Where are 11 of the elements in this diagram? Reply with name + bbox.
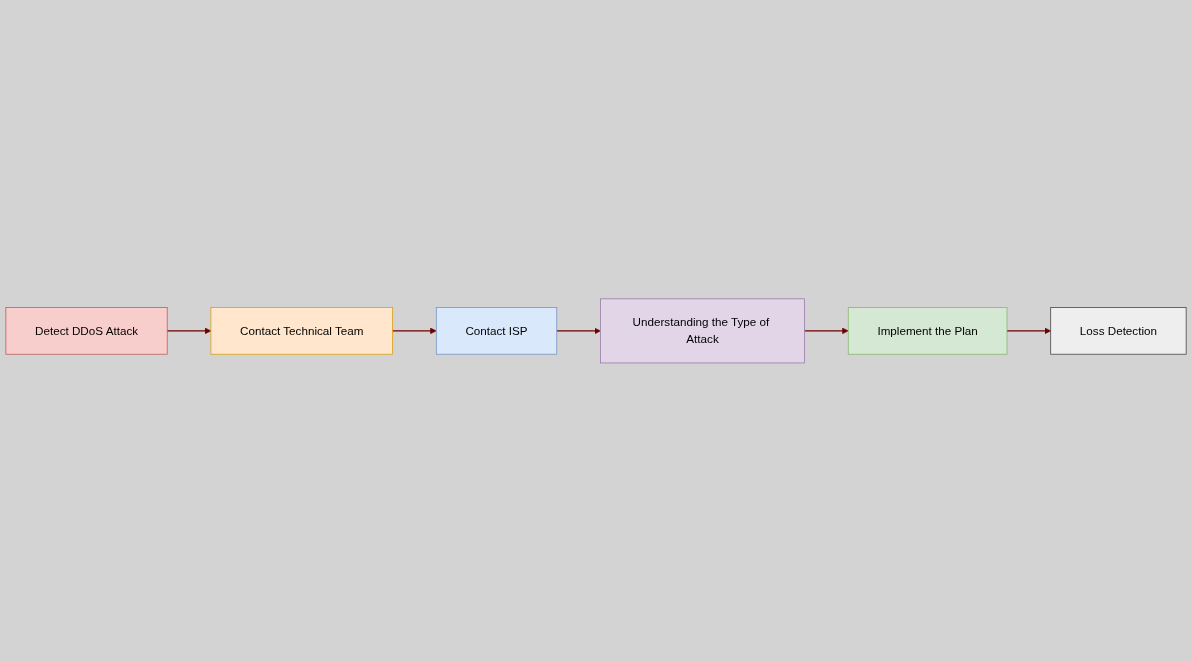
node-box: Detect DDoS Attack	[5, 306, 168, 355]
arrow	[1006, 327, 1051, 334]
node-box: Understanding the Type of Attack	[600, 298, 805, 363]
arrow	[166, 327, 212, 334]
node-box: Contact ISP	[435, 306, 558, 355]
arrow	[803, 327, 849, 334]
arrow	[391, 327, 437, 334]
node-box: Implement the Plan	[847, 306, 1008, 355]
node-box: Loss Detection	[1050, 306, 1187, 355]
arrow	[556, 327, 601, 334]
node-box: Contact Technical Team	[210, 306, 393, 355]
